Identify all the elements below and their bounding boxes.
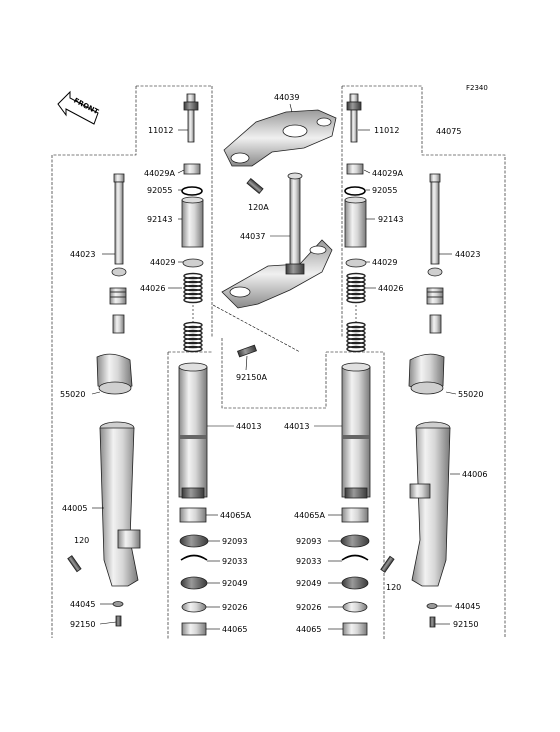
label-11012-left: 11012 <box>148 126 173 135</box>
left-bolt-120 <box>67 555 82 573</box>
label-92150a: 92150A <box>236 373 267 382</box>
leader-lines <box>91 103 460 630</box>
left-oring-92055 <box>181 186 203 196</box>
label-44029-left: 44029 <box>150 258 175 267</box>
left-spacer-92143 <box>181 196 204 248</box>
label-44065-left: 44065 <box>222 625 247 634</box>
label-92093-left: 92093 <box>222 537 247 546</box>
right-washer-92026 <box>342 601 368 613</box>
reference-code: F2340 <box>466 84 488 92</box>
label-44023-right: 44023 <box>455 250 480 259</box>
label-44023-left: 44023 <box>70 250 95 259</box>
right-fork-guard-55020 <box>408 353 445 395</box>
right-fork-cap-bolt <box>346 93 362 143</box>
left-washer-92026 <box>181 601 207 613</box>
right-washer-44029 <box>345 258 367 268</box>
left-outer-tube-44005 <box>99 421 141 587</box>
label-92049-left: 92049 <box>222 579 247 588</box>
right-inner-tube-44013 <box>341 362 371 499</box>
label-92026-left: 92026 <box>222 603 247 612</box>
label-92093-right: 92093 <box>296 537 321 546</box>
label-44037: 44037 <box>240 232 265 241</box>
left-inner-tube-44013 <box>178 362 208 499</box>
label-55020-left: 55020 <box>60 390 85 399</box>
left-circlip-92033 <box>180 554 208 561</box>
label-11012-right: 11012 <box>374 126 399 135</box>
left-fork-guard-55020 <box>96 353 133 395</box>
left-oil-seal-92049 <box>180 576 208 590</box>
label-92055-right: 92055 <box>372 186 397 195</box>
right-washer-44029a <box>346 163 364 175</box>
upper-triple-clamp-44039 <box>223 109 337 167</box>
right-outer-tube-44006 <box>409 421 451 587</box>
label-44075: 44075 <box>436 127 461 136</box>
left-washer-44045 <box>112 601 124 607</box>
label-92150-right: 92150 <box>453 620 478 629</box>
label-44005: 44005 <box>62 504 87 513</box>
label-120-left: 120 <box>74 536 89 545</box>
label-44065-right: 44065 <box>296 625 321 634</box>
label-120a: 120A <box>248 203 269 212</box>
left-bolt-92150 <box>115 615 122 627</box>
right-bolt-92150 <box>429 616 436 628</box>
left-spring-44026 <box>183 272 203 353</box>
label-92026-right: 92026 <box>296 603 321 612</box>
left-dust-seal-92093 <box>179 534 209 548</box>
part-labels: 44039 11012 11012 44075 44029A 44029A 92… <box>60 93 487 634</box>
left-damper-rod-44023 <box>109 173 127 334</box>
right-damper-rod-44023 <box>426 173 444 334</box>
assembly-frames <box>51 85 506 640</box>
label-44006: 44006 <box>462 470 487 479</box>
label-120-right: 120 <box>386 583 401 592</box>
label-92033-right: 92033 <box>296 557 321 566</box>
label-44026-right: 44026 <box>378 284 403 293</box>
right-bolt-120 <box>380 555 395 573</box>
label-44029a-right: 44029A <box>372 169 403 178</box>
right-spring-44026 <box>346 272 366 353</box>
label-44029-right: 44029 <box>372 258 397 267</box>
label-92143-right: 92143 <box>378 215 403 224</box>
right-bushing-44065 <box>342 622 368 636</box>
left-fork-cap-bolt <box>183 93 199 143</box>
label-44013-right: 44013 <box>284 422 309 431</box>
right-oring-92055 <box>344 186 366 196</box>
label-44013-left: 44013 <box>236 422 261 431</box>
bolt-92150a <box>237 344 257 358</box>
label-44026-left: 44026 <box>140 284 165 293</box>
label-44065a-left: 44065A <box>220 511 251 520</box>
right-oil-seal-92049 <box>341 576 369 590</box>
right-circlip-92033 <box>341 554 369 561</box>
left-bushing-44065a <box>179 507 207 523</box>
left-washer-44029 <box>182 258 204 268</box>
bolt-120a <box>246 177 264 195</box>
front-arrow-icon: FRONT <box>57 90 100 125</box>
label-92055-left: 92055 <box>147 186 172 195</box>
label-92143-left: 92143 <box>147 215 172 224</box>
label-55020-right: 55020 <box>458 390 483 399</box>
right-bushing-44065a <box>341 507 369 523</box>
right-washer-44045 <box>426 603 438 609</box>
label-44029a-left: 44029A <box>144 169 175 178</box>
label-92150-left: 92150 <box>70 620 95 629</box>
label-44045-left: 44045 <box>70 600 95 609</box>
left-bushing-44065 <box>181 622 207 636</box>
steering-stem-44037 <box>221 172 333 309</box>
label-44039: 44039 <box>274 93 299 102</box>
label-44045-right: 44045 <box>455 602 480 611</box>
label-92049-right: 92049 <box>296 579 321 588</box>
label-92033-left: 92033 <box>222 557 247 566</box>
right-dust-seal-92093 <box>340 534 370 548</box>
right-spacer-92143 <box>344 196 367 248</box>
left-washer-44029a <box>183 163 201 175</box>
label-44065a-right: 44065A <box>294 511 325 520</box>
